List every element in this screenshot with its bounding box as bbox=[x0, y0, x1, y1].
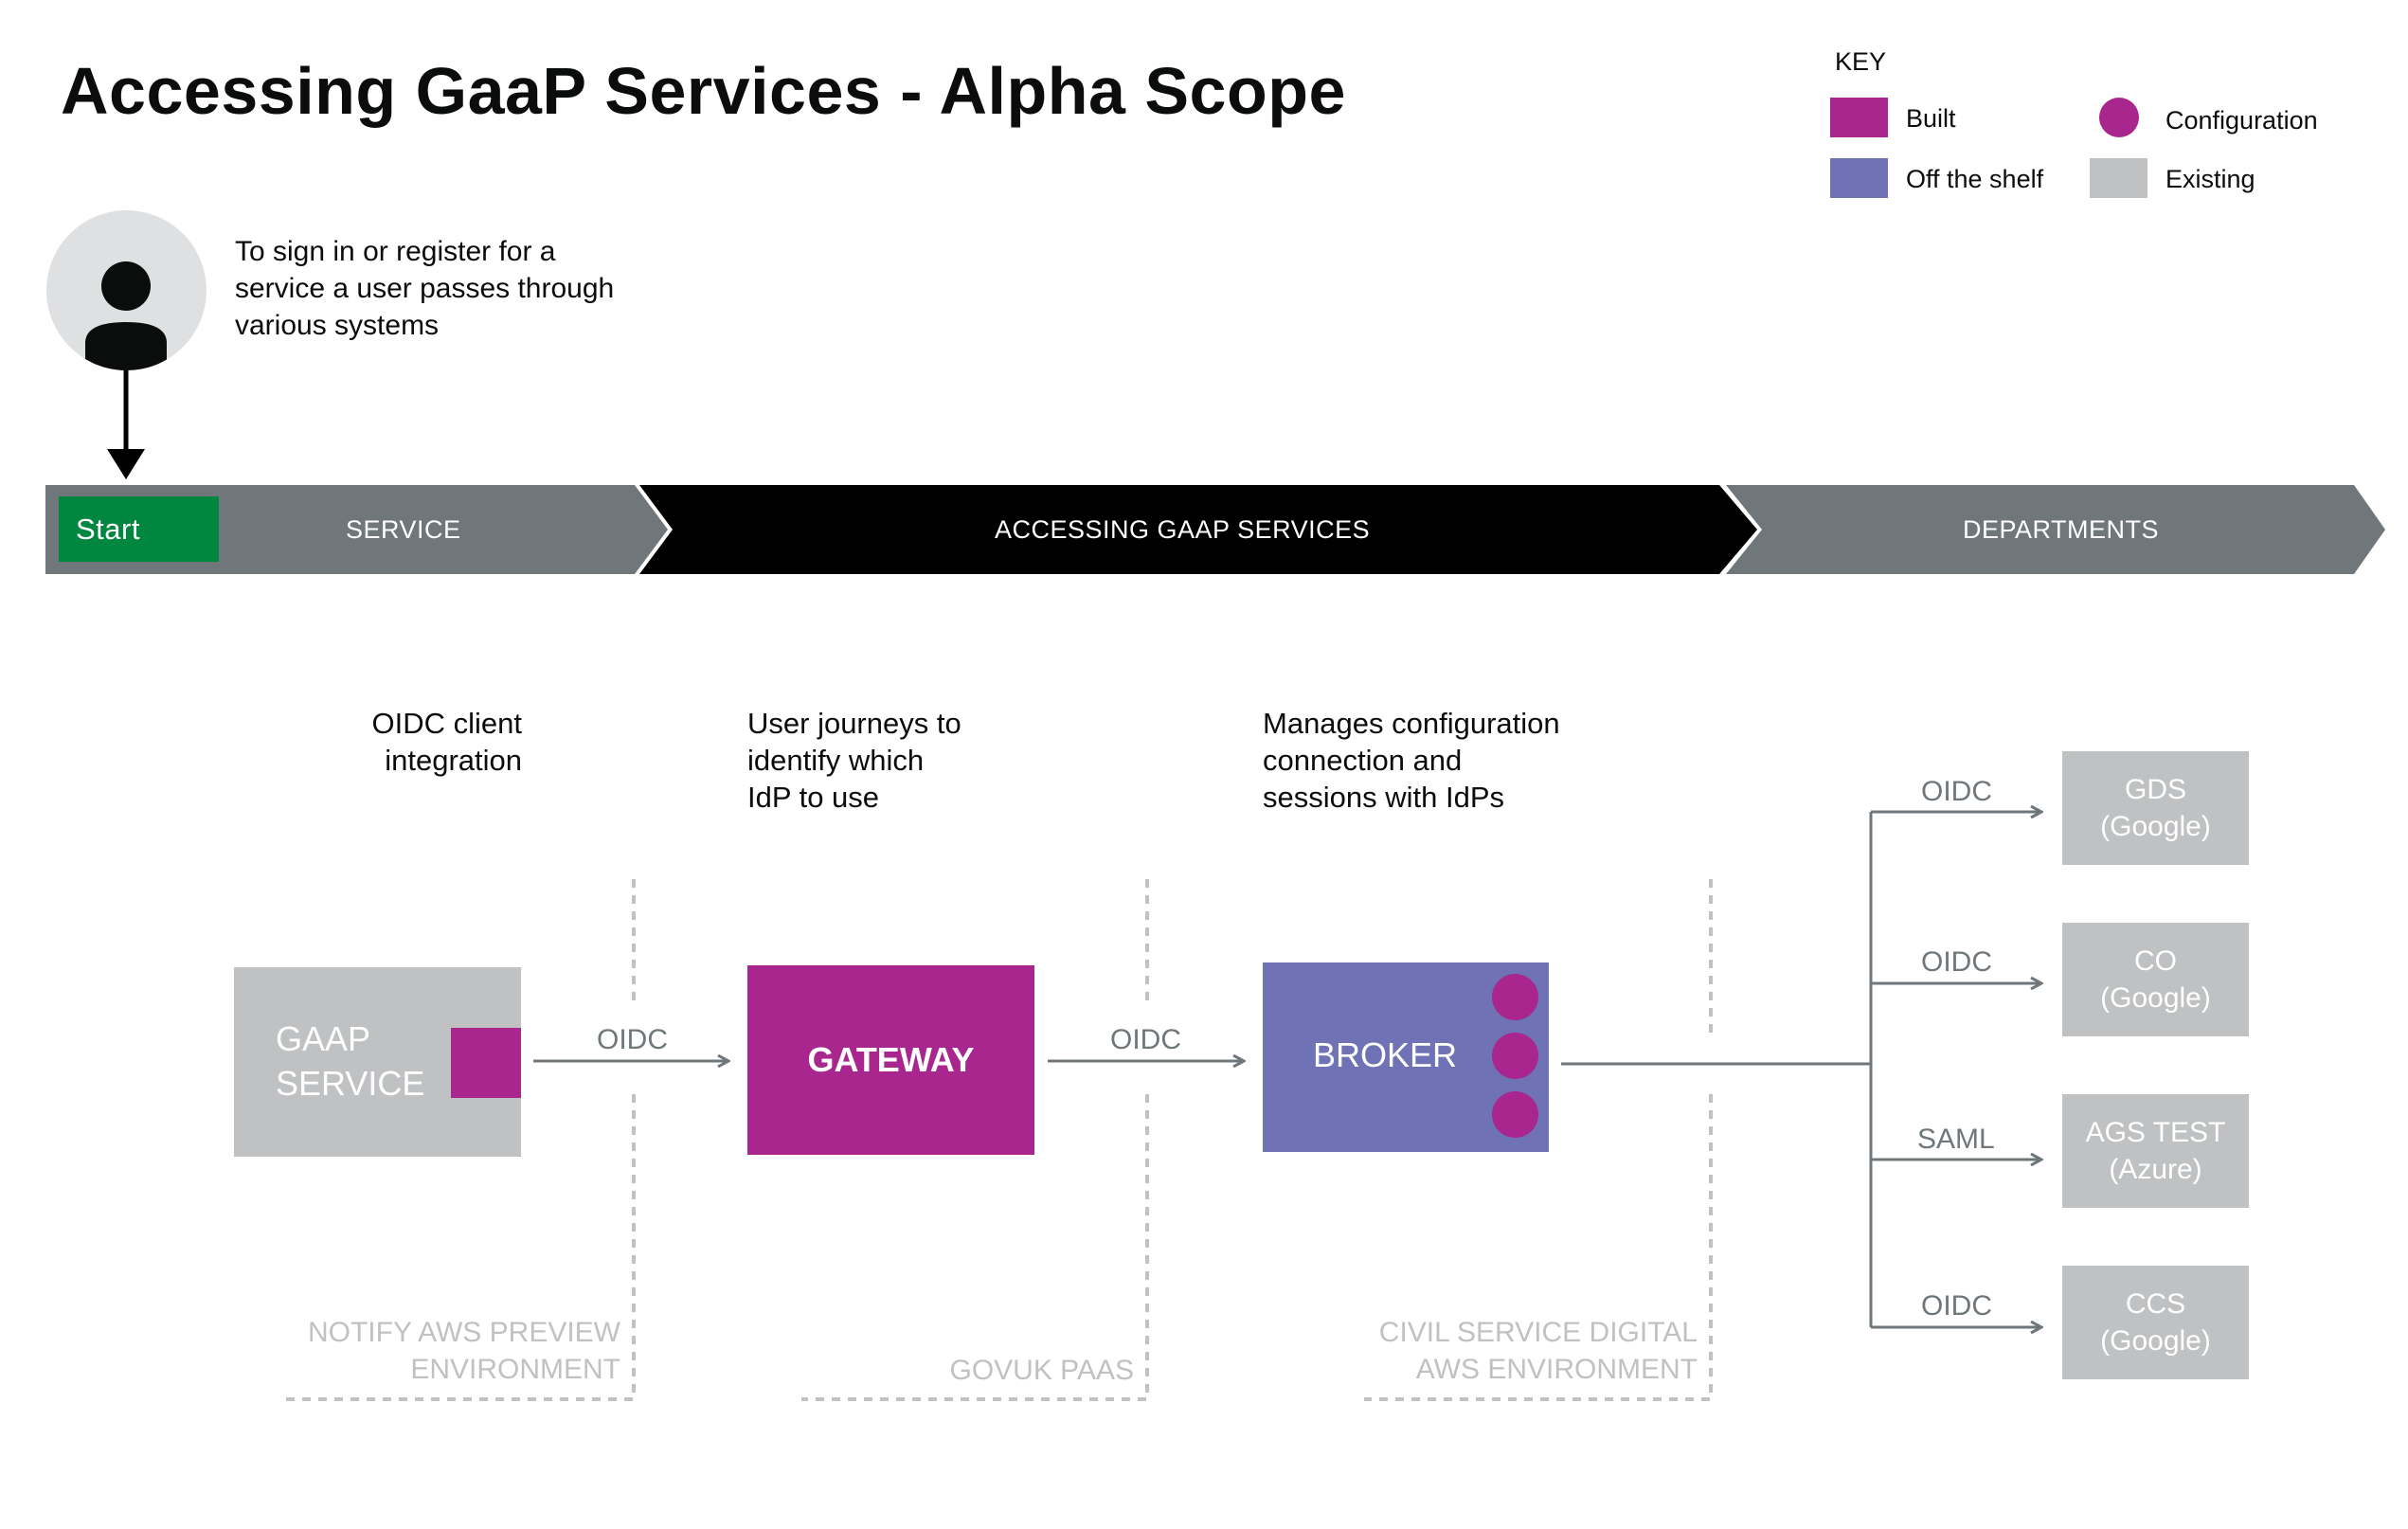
gaap-service-node: GAAP SERVICE bbox=[234, 967, 521, 1157]
gateway-label: GATEWAY bbox=[807, 1040, 975, 1079]
phase-start-label: Start bbox=[76, 513, 140, 546]
user-avatar bbox=[46, 210, 207, 370]
built-client-block bbox=[451, 1028, 521, 1098]
dept-ags-test: AGS TEST (Azure) bbox=[2062, 1094, 2249, 1208]
key-off-the-shelf-label: Off the shelf bbox=[1906, 165, 2044, 193]
dept-ccs: CCS (Google) bbox=[2062, 1266, 2249, 1379]
gateway-description: User journeys to identify which IdP to u… bbox=[747, 707, 961, 814]
user-description: To sign in or register for a service a u… bbox=[235, 236, 615, 341]
key-existing-label: Existing bbox=[2165, 165, 2255, 193]
phase-departments-chevron bbox=[1726, 485, 2385, 574]
protocol-co: OIDC bbox=[1921, 946, 1992, 978]
start-marker bbox=[59, 496, 219, 562]
configuration-dot-3 bbox=[1492, 1091, 1538, 1138]
key-title: KEY bbox=[1835, 47, 1887, 76]
service-description: OIDC client integration bbox=[371, 707, 522, 777]
broker-node: BROKER bbox=[1263, 962, 1549, 1152]
civil-env-border bbox=[1364, 879, 1713, 1401]
configuration-dot-1 bbox=[1492, 974, 1538, 1020]
protocol-ccs: OIDC bbox=[1921, 1290, 1992, 1322]
key-configuration-dot bbox=[2099, 98, 2139, 137]
phase-service-label: SERVICE bbox=[346, 515, 461, 544]
key-built-label: Built bbox=[1906, 104, 1956, 133]
phase-bar bbox=[45, 485, 2385, 574]
protocol-ags: SAML bbox=[1917, 1124, 1995, 1155]
key-off-the-shelf-swatch bbox=[1830, 158, 1888, 198]
protocol-gateway-broker: OIDC bbox=[1110, 1024, 1181, 1055]
key-built-swatch bbox=[1830, 98, 1888, 137]
env-paas-label: GOVUK PAAS bbox=[949, 1355, 1134, 1386]
user-arrow-head bbox=[107, 449, 145, 479]
dept-co: CO (Google) bbox=[2062, 923, 2249, 1036]
key-configuration-label: Configuration bbox=[2165, 106, 2318, 135]
configuration-dot-2 bbox=[1492, 1033, 1538, 1079]
phase-accessing-chevron bbox=[639, 485, 1757, 574]
gaap-service-label: GAAP SERVICE bbox=[276, 1019, 425, 1103]
user-icon bbox=[85, 261, 167, 370]
protocol-service-gateway: OIDC bbox=[597, 1024, 668, 1055]
protocol-gds: OIDC bbox=[1921, 776, 1992, 807]
page-title: Accessing GaaP Services - Alpha Scope bbox=[61, 54, 1346, 128]
gateway-node: GATEWAY bbox=[747, 965, 1034, 1155]
broker-label: BROKER bbox=[1313, 1035, 1458, 1074]
env-notify-label: NOTIFY AWS PREVIEW ENVIRONMENT bbox=[307, 1317, 620, 1385]
dept-gds: GDS (Google) bbox=[2062, 751, 2249, 865]
notify-env-border bbox=[286, 879, 636, 1401]
phase-departments-label: DEPARTMENTS bbox=[1963, 515, 2160, 544]
phase-accessing-label: ACCESSING GAAP SERVICES bbox=[995, 515, 1371, 544]
broker-description: Manages configuration connection and ses… bbox=[1263, 707, 1560, 814]
paas-env-border bbox=[801, 879, 1149, 1401]
key-existing-swatch bbox=[2090, 158, 2147, 198]
env-civil-label: CIVIL SERVICE DIGITAL AWS ENVIRONMENT bbox=[1378, 1317, 1698, 1385]
